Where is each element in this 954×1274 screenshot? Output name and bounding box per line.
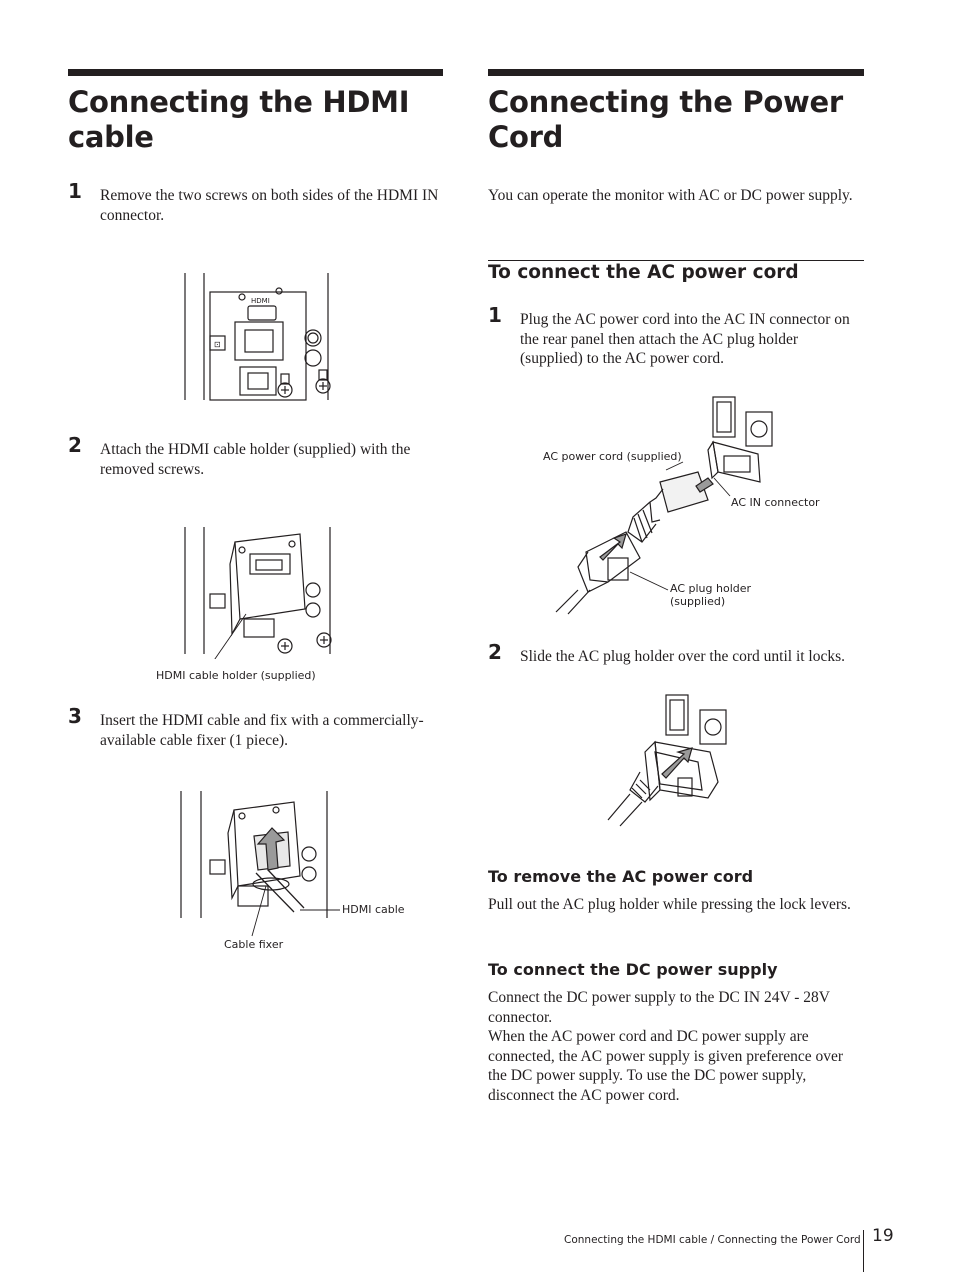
dc-heading: To connect the DC power supply <box>488 960 778 979</box>
section-rule <box>488 69 864 76</box>
power-section: Connecting the Power Cord You can operat… <box>488 69 864 1104</box>
power-intro: You can operate the monitor with AC or D… <box>488 187 853 204</box>
insert-cable-illustration <box>180 791 340 937</box>
ac-cord-attach-illustration <box>555 396 773 615</box>
remove-heading: To remove the AC power cord <box>488 867 754 886</box>
step-text: Remove the two screws on both sides of t… <box>100 187 439 224</box>
hdmi-section: Connecting the HDMI cable 1 Remove the t… <box>68 69 443 749</box>
ac-heading: To connect the AC power cord <box>488 262 799 283</box>
hdmi-step-3: 3 Insert the HDMI cable and fix with a c… <box>68 704 443 750</box>
remove-text: Pull out the AC plug holder while pressi… <box>488 896 851 913</box>
step-number: 2 <box>488 640 502 664</box>
svg-text:HDMI: HDMI <box>251 297 270 305</box>
step-text: Attach the HDMI cable holder (supplied) … <box>100 441 411 478</box>
step-number: 1 <box>488 303 502 327</box>
svg-text:⊡: ⊡ <box>214 340 221 349</box>
hdmi-step-2: 2 Attach the HDMI cable holder (supplied… <box>68 433 443 479</box>
ac-in-connector-callout: AC IN connector <box>731 496 820 509</box>
dc-text-1: Connect the DC power supply to the DC IN… <box>488 989 830 1026</box>
step-text: Insert the HDMI cable and fix with a com… <box>100 712 424 749</box>
step-number: 3 <box>68 704 82 728</box>
ac-cord-callout: AC power cord (supplied) <box>543 450 682 463</box>
power-section-title: Connecting the Power Cord <box>488 85 843 154</box>
callout-line: AC plug holder <box>670 582 752 595</box>
step-text: Slide the AC plug holder over the cord u… <box>520 648 846 665</box>
ac-holder-slide-illustration <box>607 694 727 827</box>
ac-step-1: 1 Plug the AC power cord into the AC IN … <box>488 303 864 369</box>
running-footer: Connecting the HDMI cable / Connecting t… <box>564 1234 861 1246</box>
cable-fixer-callout: Cable fixer <box>224 938 284 951</box>
callout-line: (supplied) <box>670 595 726 608</box>
dc-text-2: When the AC power cord and DC power supp… <box>488 1028 844 1104</box>
ac-plug-holder-callout: AC plug holder (supplied) <box>670 582 751 608</box>
hdmi-step-1: 1 Remove the two screws on both sides of… <box>68 179 443 225</box>
hdmi-section-title: Connecting the HDMI cable <box>68 85 410 154</box>
cable-holder-callout: HDMI cable holder (supplied) <box>156 669 316 682</box>
section-rule <box>68 69 443 76</box>
footer-divider <box>863 1230 864 1272</box>
page-number: 19 <box>872 1226 894 1246</box>
remove-screws-illustration: HDMI ⊡ <box>184 273 331 401</box>
step-number: 1 <box>68 179 82 203</box>
step-number: 2 <box>68 433 82 457</box>
cable-holder-illustration <box>184 527 332 659</box>
hdmi-cable-callout: HDMI cable <box>342 903 405 916</box>
subsection-rule <box>488 260 864 261</box>
ac-step-2: 2 Slide the AC plug holder over the cord… <box>488 640 864 667</box>
step-text: Plug the AC power cord into the AC IN co… <box>520 311 850 367</box>
